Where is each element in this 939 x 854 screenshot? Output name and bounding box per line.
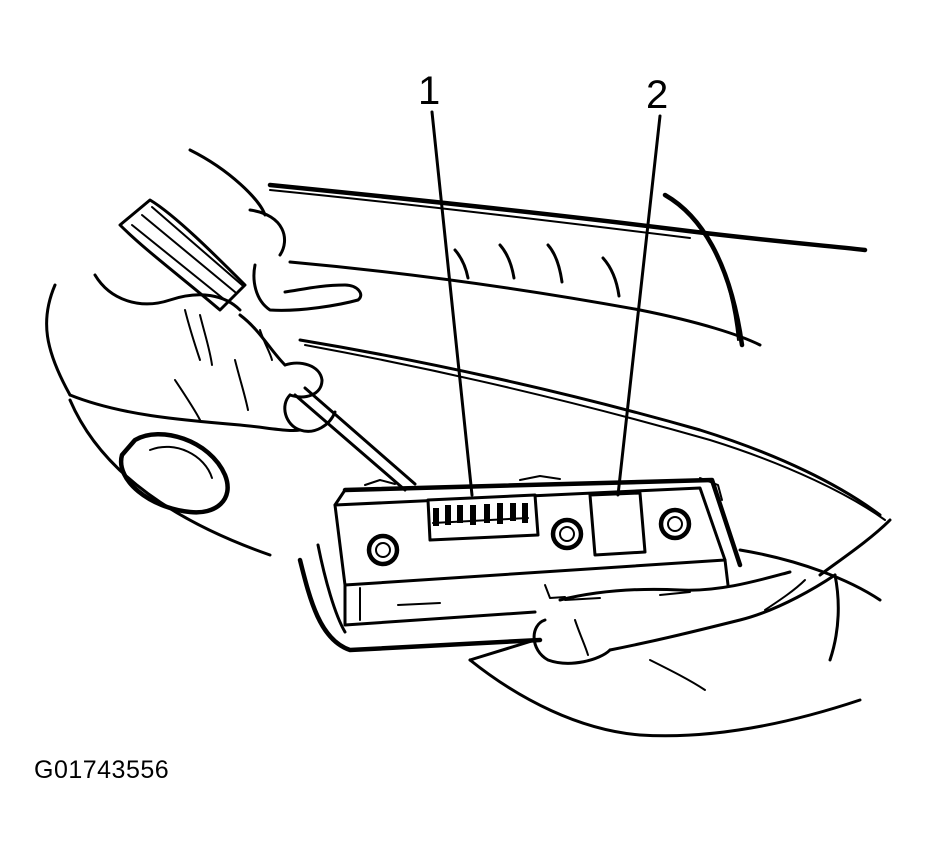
callout-2-label: 2 [646, 73, 668, 117]
callout-1: 1 [418, 69, 474, 497]
label-patch [588, 491, 647, 557]
callout-2: 2 [616, 73, 668, 497]
right-hand [468, 518, 892, 738]
figure-id: G01743556 [34, 756, 170, 784]
mounting-holes [366, 507, 692, 567]
callout-1-label: 1 [418, 69, 440, 113]
left-hand [45, 148, 417, 492]
trim-panel [68, 182, 886, 602]
electronic-module [297, 475, 743, 653]
connector [426, 493, 540, 542]
trim-hole [118, 431, 230, 515]
callout-1-leader [430, 110, 474, 497]
callout-2-leader [616, 114, 662, 497]
vent-ribs [453, 243, 621, 298]
